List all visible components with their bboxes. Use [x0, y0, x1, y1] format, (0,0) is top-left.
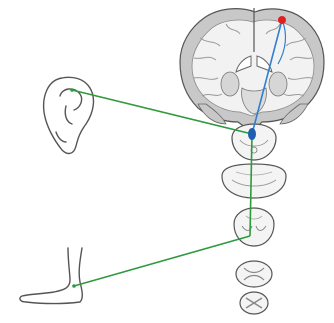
spinal-cord-section-lower	[240, 292, 268, 314]
brainstem-cross-sections	[222, 124, 286, 314]
medulla-section	[234, 208, 274, 246]
basal-ganglia-right	[269, 72, 287, 96]
ear-icon	[44, 77, 94, 153]
foot-icon	[20, 248, 82, 304]
foot-to-brainstem-line	[74, 236, 250, 286]
ear-point	[70, 88, 74, 92]
foot-point	[72, 284, 76, 288]
pons-section	[222, 164, 286, 198]
thalamus-point	[248, 128, 256, 140]
spinal-cord-section-upper	[236, 261, 272, 287]
cortex-point	[278, 16, 286, 24]
basal-ganglia-left	[221, 72, 239, 96]
coronal-brain-section	[180, 8, 324, 128]
